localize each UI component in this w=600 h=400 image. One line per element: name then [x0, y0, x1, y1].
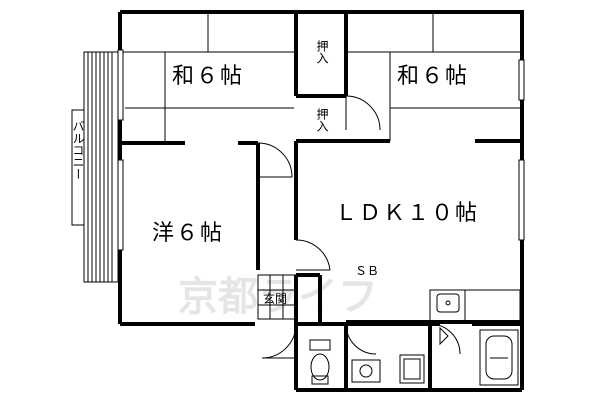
kitchen-counter: [429, 289, 521, 323]
toilet: [309, 339, 331, 385]
direction-mark: [439, 326, 449, 346]
bathtub: [479, 329, 519, 386]
doors: [257, 95, 461, 359]
room-label-washitsu-left: 和６帖: [172, 64, 244, 89]
shoe-box-label: ＳＢ: [355, 264, 379, 278]
closet-label-top: 押入: [315, 40, 329, 64]
balcony: [71, 51, 119, 283]
tatami-lines: [122, 14, 520, 141]
room-label-washitsu-right: 和６帖: [397, 64, 469, 89]
balcony-label: バルコニー: [71, 120, 85, 180]
balcony-hatch: [87, 52, 113, 282]
genkan-label: 玄関: [263, 291, 287, 306]
watermark-logo: 京都ライフ: [178, 274, 378, 320]
room-label-ldk: ＬＤＫ１０帖: [335, 201, 479, 226]
closet-label-small: 押入: [315, 108, 329, 132]
genkan-floor: [257, 274, 297, 320]
room-label-youshitsu: 洋６帖: [152, 221, 224, 246]
washbasin: [351, 354, 425, 384]
